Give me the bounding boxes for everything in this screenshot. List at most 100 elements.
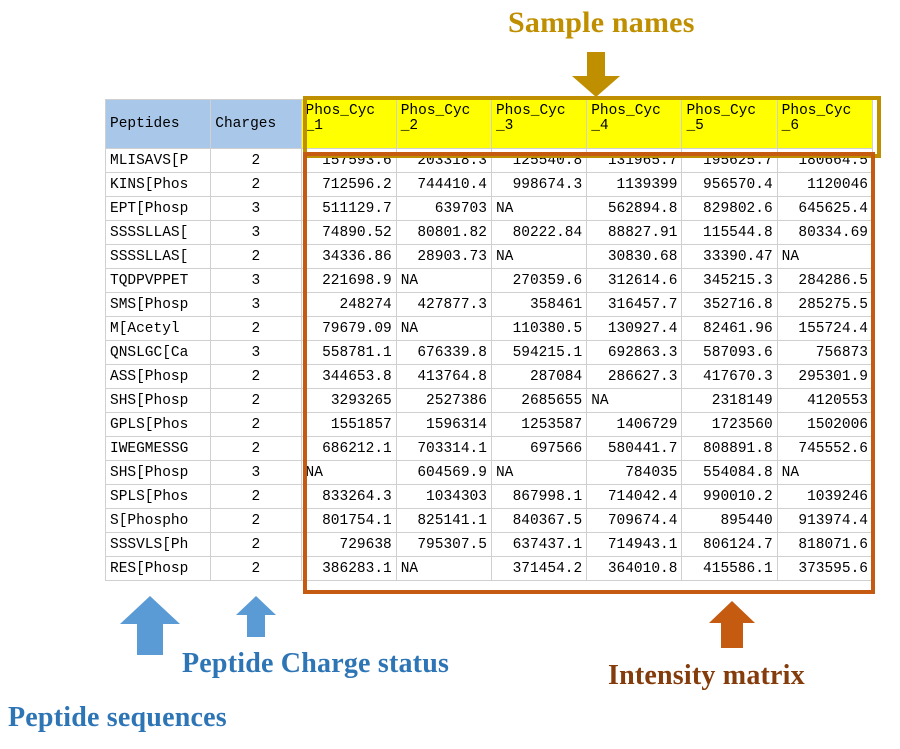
cell-intensity[interactable]: 714943.1	[586, 532, 683, 557]
cell-intensity[interactable]: 28903.73	[395, 244, 492, 269]
cell-charge[interactable]: 3	[210, 460, 302, 485]
cell-intensity[interactable]: 386283.1	[300, 556, 397, 581]
cell-intensity[interactable]: 285275.5	[776, 292, 874, 317]
cell-peptide[interactable]: SMS[Phosp	[104, 292, 212, 317]
cell-intensity[interactable]: 286627.3	[586, 364, 683, 389]
cell-intensity[interactable]: 729638	[300, 532, 397, 557]
cell-intensity[interactable]: 829802.6	[681, 196, 778, 221]
cell-charge[interactable]: 2	[210, 364, 302, 389]
cell-intensity[interactable]: 371454.2	[490, 556, 588, 581]
cell-intensity[interactable]: 956570.4	[681, 172, 778, 197]
cell-intensity[interactable]: 316457.7	[586, 292, 683, 317]
cell-intensity[interactable]: 709674.4	[586, 508, 683, 533]
cell-intensity[interactable]: 2685655	[490, 388, 588, 413]
cell-intensity[interactable]: 554084.8	[681, 460, 778, 485]
column-header-sample-4[interactable]: Phos_Cyc _4	[586, 99, 683, 149]
cell-intensity[interactable]: 125540.8	[490, 148, 588, 173]
cell-intensity[interactable]: 88827.91	[586, 220, 683, 245]
cell-intensity[interactable]: 990010.2	[681, 484, 778, 509]
column-header-sample-1[interactable]: Phos_Cyc _1	[300, 99, 397, 149]
cell-intensity[interactable]: 415586.1	[681, 556, 778, 581]
cell-intensity[interactable]: 157593.6	[300, 148, 397, 173]
cell-intensity[interactable]: 801754.1	[300, 508, 397, 533]
cell-intensity[interactable]: 808891.8	[681, 436, 778, 461]
cell-intensity[interactable]: NA	[776, 244, 874, 269]
cell-intensity[interactable]: NA	[395, 556, 492, 581]
cell-intensity[interactable]: 1551857	[300, 412, 397, 437]
cell-intensity[interactable]: 284286.5	[776, 268, 874, 293]
cell-charge[interactable]: 3	[210, 196, 302, 221]
cell-intensity[interactable]: 1253587	[490, 412, 588, 437]
cell-peptide[interactable]: SSSSLLAS[	[104, 244, 212, 269]
cell-intensity[interactable]: NA	[490, 196, 588, 221]
cell-charge[interactable]: 3	[210, 292, 302, 317]
cell-intensity[interactable]: 30830.68	[586, 244, 683, 269]
cell-intensity[interactable]: 195625.7	[681, 148, 778, 173]
cell-intensity[interactable]: 784035	[586, 460, 683, 485]
cell-intensity[interactable]: 80222.84	[490, 220, 588, 245]
cell-intensity[interactable]: 833264.3	[300, 484, 397, 509]
cell-intensity[interactable]: 115544.8	[681, 220, 778, 245]
cell-intensity[interactable]: 417670.3	[681, 364, 778, 389]
cell-intensity[interactable]: 1502006	[776, 412, 874, 437]
cell-intensity[interactable]: NA	[300, 460, 397, 485]
cell-intensity[interactable]: 4120553	[776, 388, 874, 413]
cell-intensity[interactable]: 686212.1	[300, 436, 397, 461]
cell-charge[interactable]: 2	[210, 388, 302, 413]
cell-intensity[interactable]: 806124.7	[681, 532, 778, 557]
cell-intensity[interactable]: 697566	[490, 436, 588, 461]
cell-intensity[interactable]: 344653.8	[300, 364, 397, 389]
cell-intensity[interactable]: 604569.9	[395, 460, 492, 485]
cell-intensity[interactable]: 312614.6	[586, 268, 683, 293]
cell-intensity[interactable]: 1139399	[586, 172, 683, 197]
cell-charge[interactable]: 3	[210, 220, 302, 245]
cell-intensity[interactable]: 373595.6	[776, 556, 874, 581]
cell-peptide[interactable]: SHS[Phosp	[104, 388, 212, 413]
cell-intensity[interactable]: 34336.86	[300, 244, 397, 269]
cell-intensity[interactable]: 913974.4	[776, 508, 874, 533]
cell-intensity[interactable]: 82461.96	[681, 316, 778, 341]
cell-intensity[interactable]: 203318.3	[395, 148, 492, 173]
cell-intensity[interactable]: 74890.52	[300, 220, 397, 245]
cell-intensity[interactable]: 676339.8	[395, 340, 492, 365]
cell-charge[interactable]: 2	[210, 412, 302, 437]
cell-intensity[interactable]: 895440	[681, 508, 778, 533]
cell-intensity[interactable]: 587093.6	[681, 340, 778, 365]
cell-intensity[interactable]: 110380.5	[490, 316, 588, 341]
cell-intensity[interactable]: 1406729	[586, 412, 683, 437]
column-header-peptides[interactable]: Peptides	[104, 99, 212, 149]
cell-intensity[interactable]: 352716.8	[681, 292, 778, 317]
cell-intensity[interactable]: 692863.3	[586, 340, 683, 365]
cell-intensity[interactable]: 1120046	[776, 172, 874, 197]
cell-intensity[interactable]: 2527386	[395, 388, 492, 413]
cell-intensity[interactable]: 511129.7	[300, 196, 397, 221]
cell-intensity[interactable]: 221698.9	[300, 268, 397, 293]
cell-peptide[interactable]: RES[Phosp	[104, 556, 212, 581]
cell-intensity[interactable]: 130927.4	[586, 316, 683, 341]
cell-intensity[interactable]: 287084	[490, 364, 588, 389]
cell-charge[interactable]: 2	[210, 148, 302, 173]
cell-intensity[interactable]: 79679.09	[300, 316, 397, 341]
cell-charge[interactable]: 2	[210, 508, 302, 533]
cell-intensity[interactable]: 714042.4	[586, 484, 683, 509]
cell-charge[interactable]: 2	[210, 244, 302, 269]
cell-intensity[interactable]: 639703	[395, 196, 492, 221]
cell-intensity[interactable]: NA	[776, 460, 874, 485]
cell-intensity[interactable]: 33390.47	[681, 244, 778, 269]
cell-intensity[interactable]: 745552.6	[776, 436, 874, 461]
cell-intensity[interactable]: 180664.5	[776, 148, 874, 173]
cell-intensity[interactable]: 703314.1	[395, 436, 492, 461]
column-header-sample-2[interactable]: Phos_Cyc _2	[395, 99, 492, 149]
cell-charge[interactable]: 2	[210, 316, 302, 341]
cell-charge[interactable]: 3	[210, 340, 302, 365]
cell-intensity[interactable]: 637437.1	[490, 532, 588, 557]
